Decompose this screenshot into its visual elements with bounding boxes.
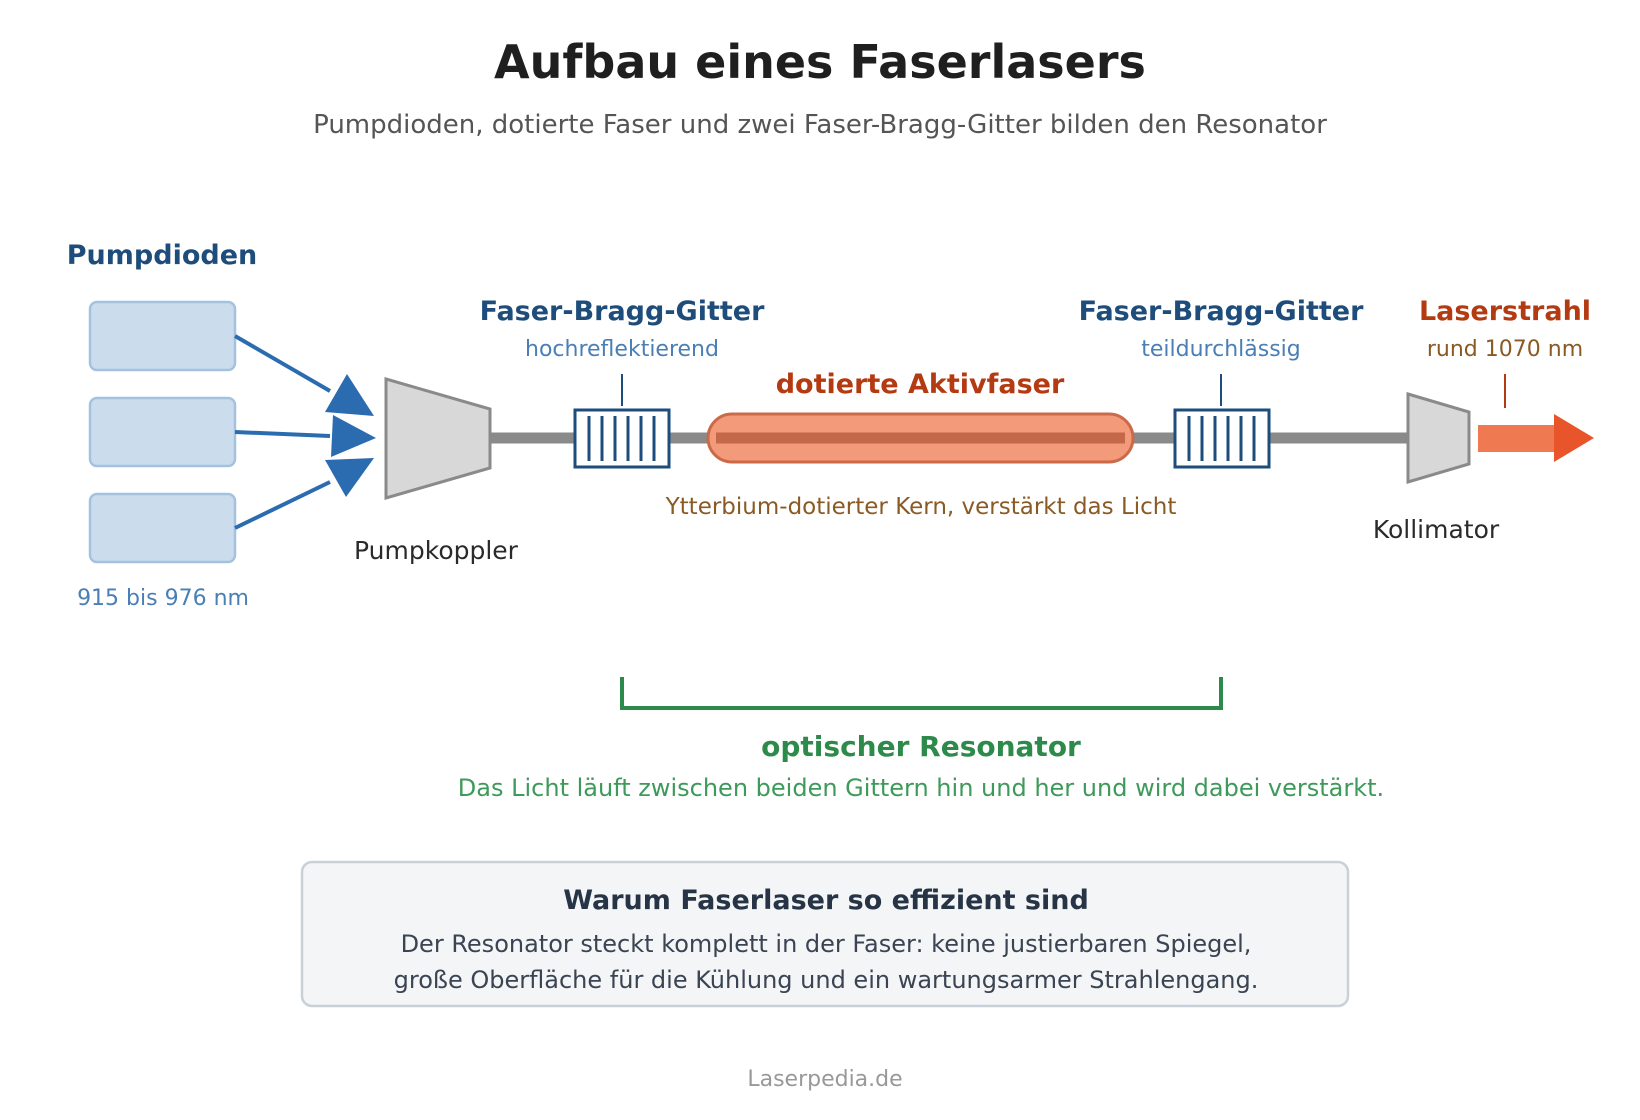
info-box-line-2: große Oberfläche für die Kühlung und ein… <box>394 966 1259 994</box>
pump-diode-2 <box>88 396 237 468</box>
laser-beam <box>1478 425 1556 452</box>
pump-diode-3 <box>88 492 237 564</box>
pump-diodes-label: Pumpdioden <box>67 240 257 271</box>
resonator-bracket <box>620 677 1223 710</box>
laser-beam-arrowhead <box>1554 414 1594 462</box>
info-box-line-1: Der Resonator steckt komplett in der Fas… <box>401 930 1252 958</box>
fbg-left-grating <box>573 408 671 469</box>
pump-coupler <box>384 377 492 500</box>
pump-wavelength: 915 bis 976 nm <box>77 586 249 611</box>
laser-beam-title: Laserstrahl <box>1419 296 1591 327</box>
fbg-left-title: Faser-Bragg-Gitter <box>480 296 766 327</box>
collimator-label: Kollimator <box>1373 515 1500 544</box>
fbg-left-subtitle: hochreflektierend <box>525 337 719 362</box>
active-fiber-title: dotierte Aktivfaser <box>776 369 1065 400</box>
collimator <box>1406 391 1471 485</box>
active-fiber-caption: Ytterbium-dotierter Kern, verstärkt das … <box>665 494 1177 520</box>
pump-arrow-1 <box>233 334 332 393</box>
resonator-caption: Das Licht läuft zwischen beiden Gittern … <box>458 774 1384 802</box>
pump-arrow-3 <box>234 480 331 530</box>
pump-arrow-2 <box>234 430 331 438</box>
info-box <box>300 860 1350 1008</box>
pump-arrowhead-2 <box>331 415 376 457</box>
info-box-title: Warum Faserlaser so effizient sind <box>563 885 1089 916</box>
fbg-right-title: Faser-Bragg-Gitter <box>1079 296 1365 327</box>
laser-beam-subtitle: rund 1070 nm <box>1427 337 1583 362</box>
pump-arrowhead-3 <box>325 458 374 497</box>
pump-coupler-label: Pumpkoppler <box>354 536 519 565</box>
resonator-title: optischer Resonator <box>761 730 1081 763</box>
pump-arrowhead-1 <box>325 374 374 416</box>
footer-credit: Laserpedia.de <box>747 1067 902 1092</box>
fbg-right-subtitle: teildurchlässig <box>1141 337 1301 362</box>
page-subtitle: Pumpdioden, dotierte Faser und zwei Fase… <box>313 110 1327 140</box>
pump-diode-1 <box>88 300 237 372</box>
page-title: Aufbau eines Faserlasers <box>494 35 1146 89</box>
fbg-right-grating <box>1173 408 1271 469</box>
